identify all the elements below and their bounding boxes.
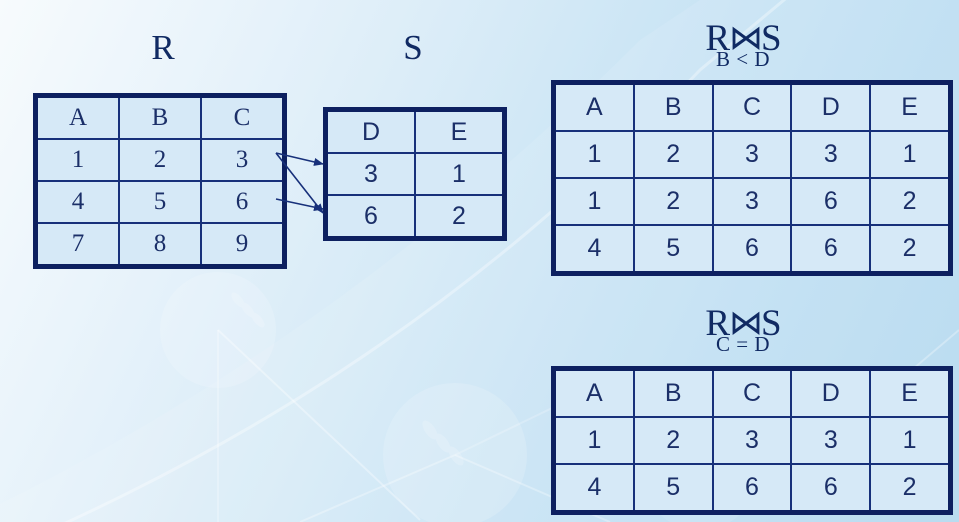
table-cell: 6 [790, 177, 872, 226]
table-cell: 7 [34, 222, 120, 268]
table-cell: 1 [552, 130, 635, 179]
join-bowtie-icon: ⋈ [729, 305, 763, 342]
equi-join-title: R⋈S C = D [613, 305, 873, 355]
column-header: E [869, 81, 952, 132]
table-cell: 2 [632, 416, 714, 465]
theta-join-result-table: A B C D E 1 2 3 3 1 1 2 3 6 2 4 [551, 80, 953, 276]
table-cell: 6 [790, 224, 872, 275]
table-header-row: A B C D E [552, 367, 952, 418]
table-header-row: A B C D E [552, 81, 952, 132]
table-cell: 5 [632, 463, 714, 514]
theta-join-expression: R⋈S [613, 20, 873, 57]
table-row: 4 5 6 [34, 180, 286, 224]
table-cell: 3 [790, 130, 872, 179]
table-row: 3 1 [324, 152, 506, 196]
table-cell: 1 [869, 130, 952, 179]
join-bowtie-icon: ⋈ [729, 20, 763, 57]
table-cell: 1 [869, 416, 952, 465]
table-row: 1 2 3 [34, 138, 286, 182]
table-cell: 1 [414, 152, 506, 196]
column-header: A [34, 94, 120, 140]
table-cell: 5 [632, 224, 714, 275]
table-cell: 1 [552, 416, 635, 465]
column-header: E [869, 367, 952, 418]
table-cell: 9 [200, 222, 286, 268]
table-cell: 2 [414, 194, 506, 240]
relation-r-title: R [151, 28, 175, 67]
table-row: 1 2 3 6 2 [552, 177, 952, 226]
theta-join-right-relation: S [761, 18, 782, 59]
table-cell: 4 [552, 224, 635, 275]
table-cell: 6 [711, 224, 793, 275]
column-header: D [324, 108, 416, 154]
table-cell: 3 [711, 416, 793, 465]
table-cell: 6 [790, 463, 872, 514]
column-header: E [414, 108, 506, 154]
relation-r-table: A B C 1 2 3 4 5 6 7 8 9 [33, 93, 287, 269]
table-row: 1 2 3 3 1 [552, 416, 952, 465]
equi-join-left-relation: R [705, 303, 730, 344]
column-header: A [552, 81, 635, 132]
relation-s-table: D E 3 1 6 2 [323, 107, 507, 241]
column-header: A [552, 367, 635, 418]
equi-join-result-table: A B C D E 1 2 3 3 1 4 5 6 6 2 [551, 366, 953, 515]
table-cell: 3 [324, 152, 416, 196]
table-row: 6 2 [324, 194, 506, 240]
column-header: D [790, 367, 872, 418]
table-cell: 6 [200, 180, 286, 224]
column-header: C [711, 367, 793, 418]
table-cell: 4 [34, 180, 120, 224]
equi-join-expression: R⋈S [613, 305, 873, 342]
column-header: D [790, 81, 872, 132]
column-header: B [632, 367, 714, 418]
table-cell: 4 [552, 463, 635, 514]
table-cell: 2 [118, 138, 202, 182]
table-cell: 2 [632, 130, 714, 179]
table-cell: 3 [711, 130, 793, 179]
column-header: C [711, 81, 793, 132]
table-row: 4 5 6 6 2 [552, 463, 952, 514]
table-cell: 1 [552, 177, 635, 226]
table-header-row: A B C [34, 94, 286, 140]
table-cell: 3 [790, 416, 872, 465]
table-cell: 3 [711, 177, 793, 226]
equi-join-condition: C = D [715, 332, 770, 356]
column-header: C [200, 94, 286, 140]
table-cell: 2 [869, 177, 952, 226]
table-row: 1 2 3 3 1 [552, 130, 952, 179]
theta-join-left-relation: R [705, 18, 730, 59]
table-cell: 3 [200, 138, 286, 182]
theta-join-title: R⋈S B < D [613, 20, 873, 70]
table-row: 7 8 9 [34, 222, 286, 268]
table-cell: 2 [869, 463, 952, 514]
table-header-row: D E [324, 108, 506, 154]
theta-join-condition: B < D [715, 47, 770, 71]
table-cell: 6 [324, 194, 416, 240]
table-cell: 8 [118, 222, 202, 268]
table-cell: 6 [711, 463, 793, 514]
column-header: B [118, 94, 202, 140]
column-header: B [632, 81, 714, 132]
table-cell: 5 [118, 180, 202, 224]
table-row: 4 5 6 6 2 [552, 224, 952, 275]
equi-join-right-relation: S [761, 303, 782, 344]
table-cell: 2 [632, 177, 714, 226]
relation-s-title: S [403, 28, 423, 67]
table-cell: 1 [34, 138, 120, 182]
table-cell: 2 [869, 224, 952, 275]
